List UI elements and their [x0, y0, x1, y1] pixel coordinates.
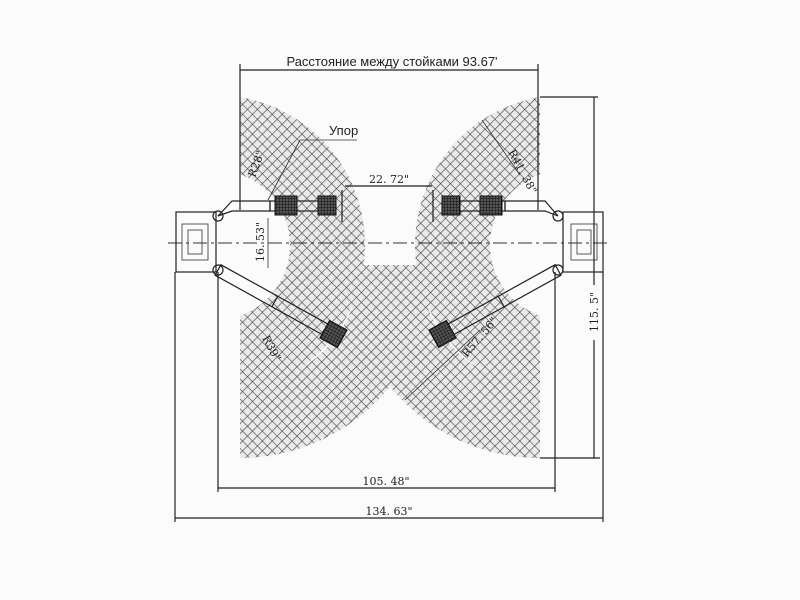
stop-label: Упор [329, 123, 358, 138]
arm-top-right [432, 190, 559, 222]
overall-width-dimension: 134. 63" [365, 505, 412, 518]
arm-bottom-left [214, 263, 348, 349]
inner-width-dimension: 105. 48" [362, 475, 409, 488]
arm-offset-dimension: 16. 53" [254, 222, 267, 262]
dimension-lines [174, 64, 604, 522]
swing-area-top-right [415, 97, 540, 393]
post-distance-title: Расстояние между стойками 93.67' [286, 54, 497, 69]
height-dimension: 115. 5" [588, 292, 601, 332]
arm-top-left [217, 190, 343, 222]
swing-area-top-left [240, 97, 365, 393]
swing-area-bottom-right [347, 265, 540, 458]
arm-bottom-right [428, 263, 562, 349]
right-post [552, 210, 604, 276]
pad-gap-dimension: 22. 72" [369, 173, 409, 186]
swing-area-hatching [240, 97, 540, 458]
